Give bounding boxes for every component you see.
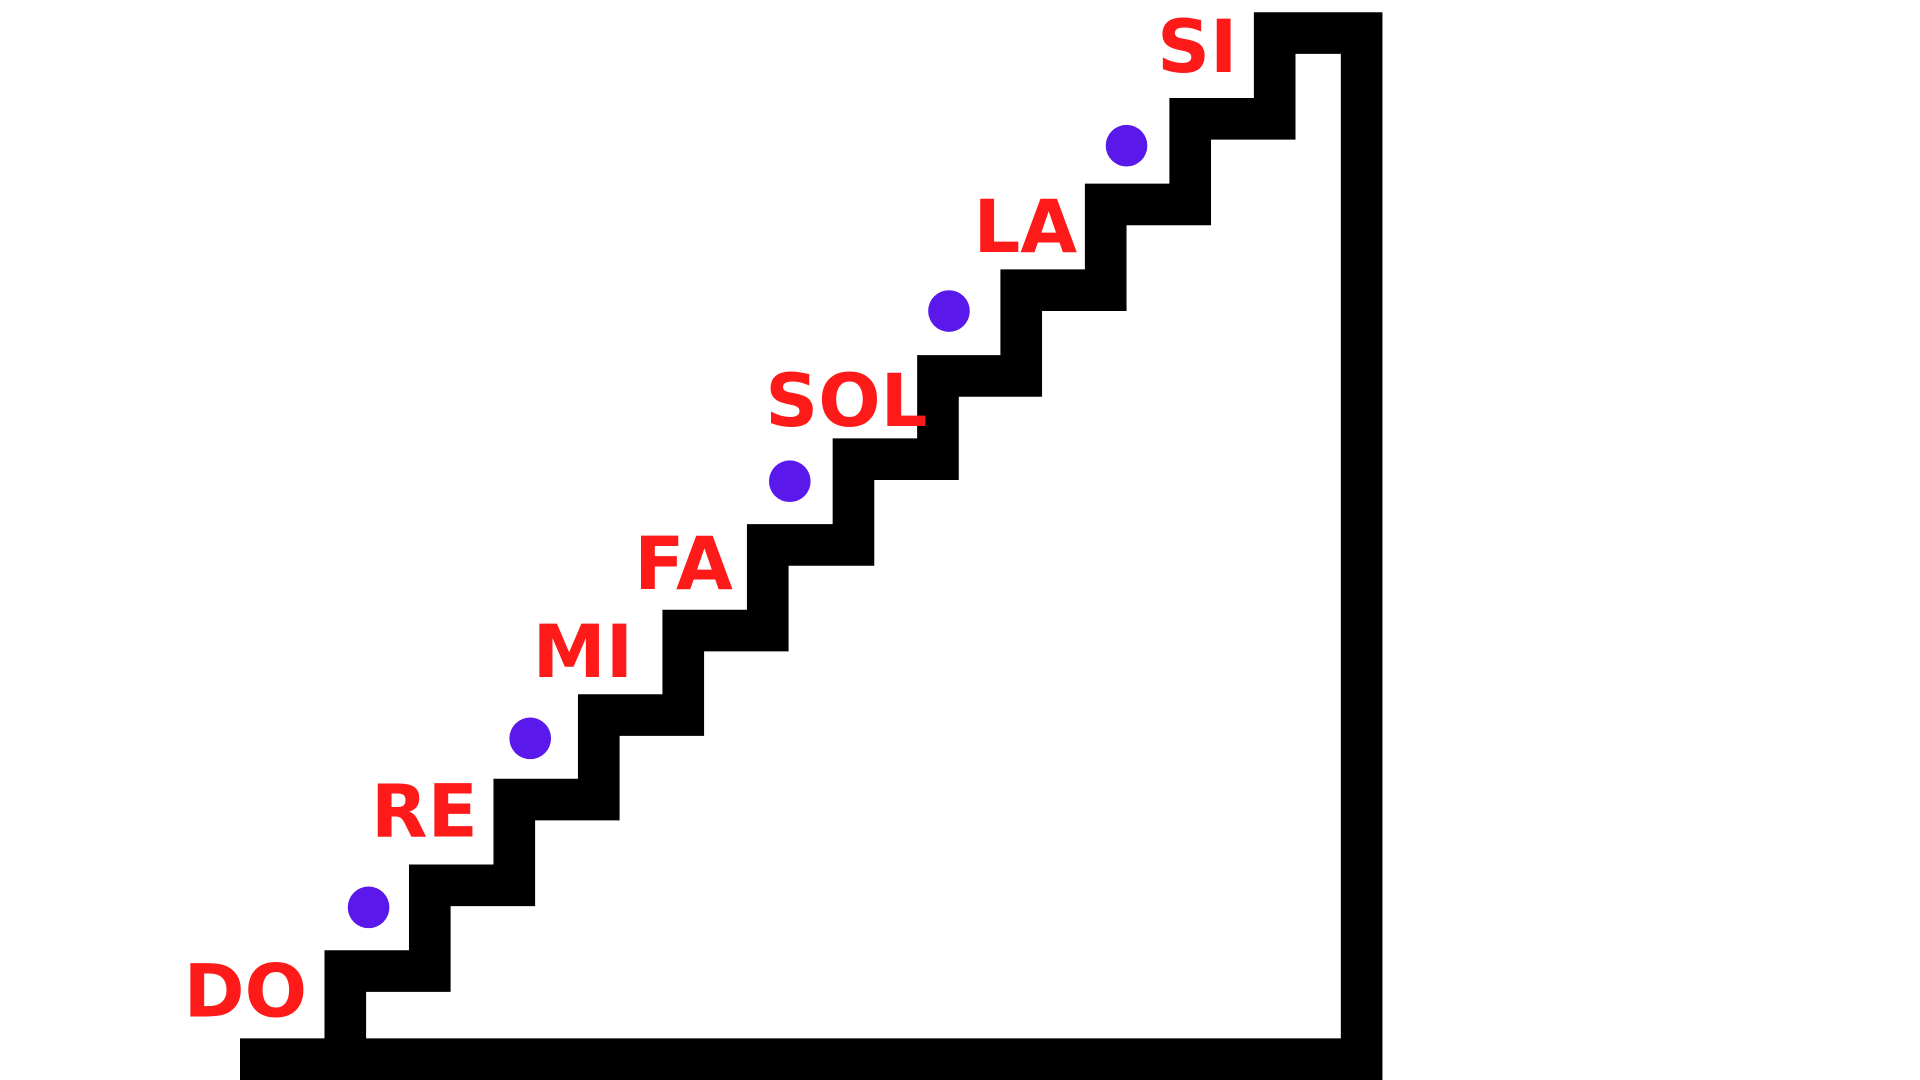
semitone-dot — [347, 886, 390, 929]
note-label-la: LA — [973, 185, 1077, 270]
note-label-si: SI — [1157, 5, 1237, 90]
semitone-dot — [509, 717, 552, 760]
staircase-outline — [240, 12, 1383, 1080]
note-label-sol: SOL — [765, 359, 927, 444]
semitone-dot — [1105, 124, 1148, 167]
note-label-re: RE — [371, 769, 478, 854]
note-label-mi: MI — [533, 610, 633, 695]
semitone-dot — [768, 460, 811, 503]
note-label-do: DO — [184, 949, 307, 1034]
note-label-fa: FA — [634, 522, 733, 607]
semitone-dot — [928, 290, 970, 332]
